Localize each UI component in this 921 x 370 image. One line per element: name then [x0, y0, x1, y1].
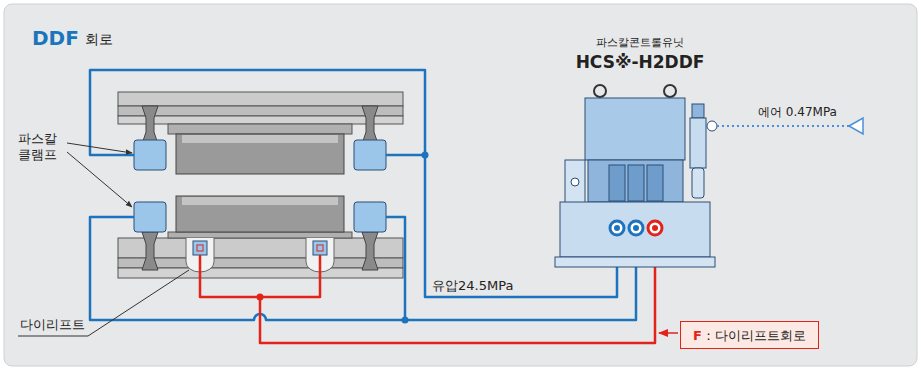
upper-die [118, 92, 403, 174]
callout-box: F：다이리프트회로 [680, 321, 819, 349]
pressure-label: 유압24.5MPa [432, 278, 513, 294]
air-line [717, 118, 863, 134]
background-panel [4, 4, 917, 366]
leader-line [67, 143, 132, 153]
die-lift [313, 241, 327, 255]
pascal-clamp [354, 140, 386, 170]
control-unit [690, 118, 706, 168]
control-unit [571, 178, 579, 186]
leader-line [67, 152, 132, 207]
control-unit [707, 121, 717, 131]
control-unit [614, 225, 620, 231]
upper-die [362, 106, 378, 144]
control-unit [588, 160, 683, 202]
die-lift [186, 238, 334, 272]
lower-die [118, 258, 403, 268]
hydraulic-line [386, 154, 425, 157]
diagram-title: DDF [32, 26, 79, 51]
pressure-label: 에어 0.47MPa [758, 105, 837, 120]
control-unit [594, 85, 606, 97]
control-unit [692, 104, 704, 118]
title-suffix: 회로 [85, 31, 113, 49]
upper-die [118, 116, 403, 124]
circuit-code: F [693, 328, 702, 343]
callout-arrow [659, 332, 678, 334]
upper-die [168, 124, 352, 134]
control-unit: 파스칼콘트롤유닛HCS※-H2DDF [545, 36, 735, 74]
control-unit [609, 165, 625, 201]
pascal-clamp [134, 140, 166, 170]
hydraulic-line [90, 70, 636, 324]
control-unit [585, 98, 685, 160]
die-lift [193, 241, 207, 255]
air-line [849, 118, 863, 134]
control-unit [648, 221, 662, 235]
upper-die [142, 106, 158, 144]
lower-die [168, 232, 352, 238]
lower-die [142, 232, 158, 270]
lower-die [362, 232, 378, 270]
die-lift [317, 245, 323, 251]
control-unit [633, 225, 639, 231]
part-label: 다이리프트 [20, 317, 85, 333]
die-lift-line [200, 255, 320, 297]
lower-die [118, 196, 403, 278]
part-label: 파스칼 클램프 [18, 131, 66, 164]
upper-die [118, 92, 403, 106]
upper-die [118, 106, 403, 116]
control-unit [555, 257, 715, 267]
control-unit [647, 165, 663, 201]
pascal-clamp [134, 202, 166, 232]
unit-heading: 파스칼콘트롤유닛 [545, 36, 735, 51]
lower-die [182, 197, 338, 205]
lower-die [176, 196, 344, 232]
upper-die [182, 135, 338, 143]
lower-die [118, 268, 403, 278]
control-unit [692, 168, 704, 198]
pascal-clamp [134, 140, 386, 232]
control-unit [652, 225, 658, 231]
control-unit [664, 85, 676, 97]
hydraulic-line [402, 317, 409, 324]
upper-die [176, 134, 344, 174]
hydraulic-line [90, 217, 636, 320]
model-number: HCS※-H2DDF [545, 51, 735, 74]
control-unit [629, 221, 643, 235]
air-line [717, 125, 849, 127]
die-lift [197, 245, 203, 251]
lower-die [118, 238, 403, 258]
hydraulic-line [90, 70, 617, 297]
hydraulic-line [386, 217, 405, 320]
leader-line [18, 143, 189, 336]
die-lift-line [257, 294, 264, 301]
circuit-name: ：다이리프트회로 [702, 328, 806, 343]
pascal-clamp [354, 202, 386, 232]
control-unit [628, 165, 644, 201]
control-unit [555, 85, 717, 267]
leader-line [18, 270, 189, 336]
control-unit [610, 221, 624, 235]
hydraulic-line [422, 152, 429, 159]
control-unit [560, 202, 710, 257]
callout-arrow [659, 333, 678, 334]
